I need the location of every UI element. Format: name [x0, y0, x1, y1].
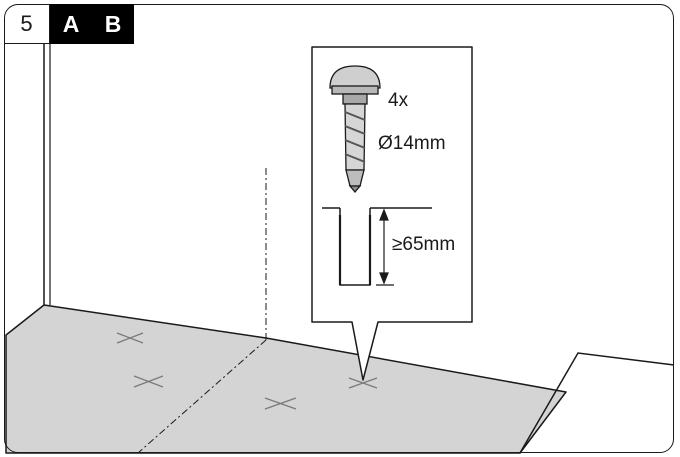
step-number: 5: [4, 4, 50, 44]
drill-bit-icon: [329, 65, 381, 194]
drill-diameter-label: Ø14mm: [378, 133, 446, 154]
variant-tag-b: B: [92, 4, 134, 44]
variant-tag-a: A: [50, 4, 92, 44]
drill-depth-label: ≥65mm: [392, 234, 456, 255]
step-frame: [4, 4, 674, 453]
depth-dimension-icon: [376, 208, 394, 286]
drill-mark: [116, 332, 144, 344]
hole-cross-section: [322, 207, 432, 286]
centerline-diagonal: [137, 339, 267, 454]
floor-step-outline: [519, 352, 675, 454]
hole-count-label: 4x: [388, 90, 409, 111]
drill-mark: [264, 397, 297, 410]
drill-mark: [133, 375, 164, 388]
drill-mark: [348, 377, 378, 389]
